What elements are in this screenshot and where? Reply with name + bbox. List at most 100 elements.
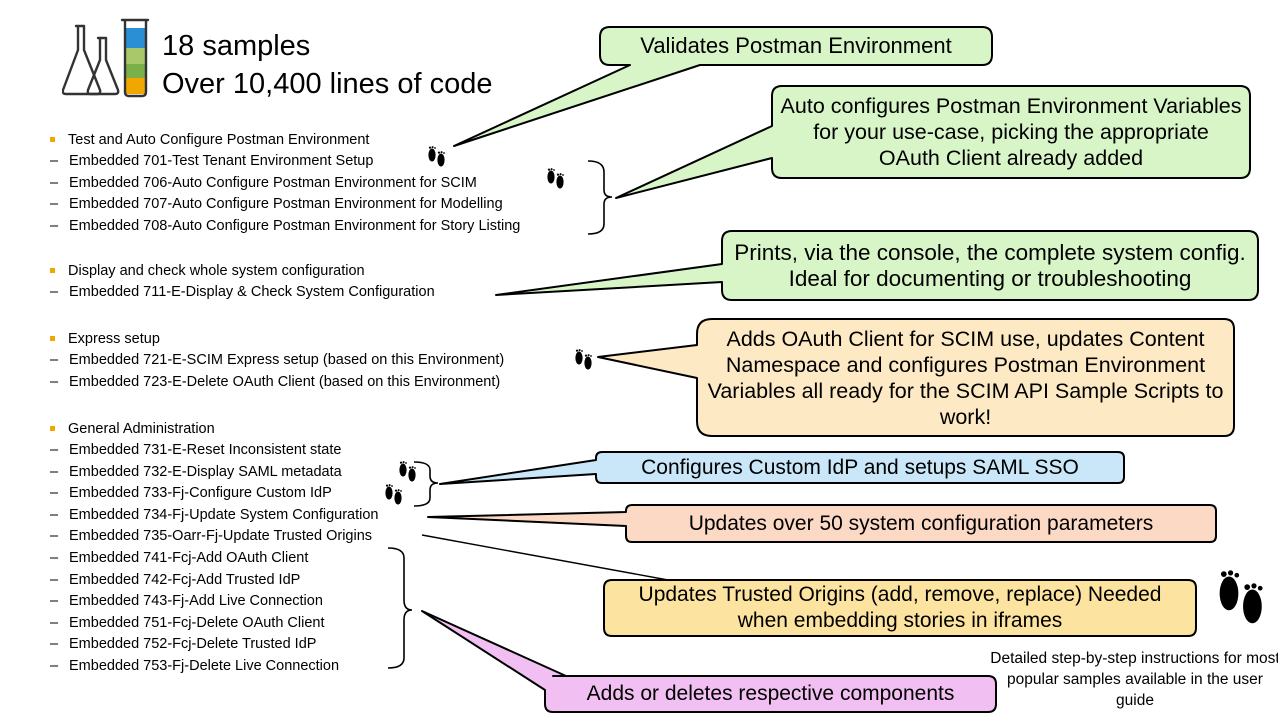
list-item-label: Embedded 753-Fj-Delete Live Connection xyxy=(69,657,340,674)
dash-marker: – xyxy=(50,174,59,191)
list-item: –Embedded 734-Fj-Update System Configura… xyxy=(50,505,379,527)
beaker-fill-lightgreen xyxy=(125,48,145,64)
footprints-icon xyxy=(575,349,592,370)
footprints-icon xyxy=(547,168,564,189)
callout-updates-config: Updates over 50 system configuration par… xyxy=(688,511,1154,535)
section-test-configure: Test and Auto Configure Postman Environm… xyxy=(50,129,520,237)
section-title: Test and Auto Configure Postman Environm… xyxy=(50,129,520,151)
list-item-label: Embedded 742-Fcj-Add Trusted IdP xyxy=(69,571,301,588)
footprints-icon xyxy=(428,146,445,167)
callout-validates-shape xyxy=(453,26,993,147)
list-item-label: Embedded 751-Fcj-Delete OAuth Client xyxy=(69,614,325,631)
list-item-label: Embedded 752-Fcj-Delete Trusted IdP xyxy=(69,636,317,653)
section-title-text: Express setup xyxy=(68,331,160,347)
list-item: –Embedded 708-Auto Configure Postman Env… xyxy=(50,216,520,238)
dash-marker: – xyxy=(50,153,59,169)
list-item-label: Embedded 708-Auto Configure Postman Envi… xyxy=(69,217,521,234)
list-item: –Embedded 732-E-Display SAML metadata xyxy=(50,462,379,484)
list-item: –Embedded 723-E-Delete OAuth Client (bas… xyxy=(50,372,504,394)
bracket-components xyxy=(387,547,413,669)
dash-marker: – xyxy=(50,528,59,545)
dash-marker: – xyxy=(50,352,59,368)
list-item-label: Embedded 706-Auto Configure Postman Envi… xyxy=(69,174,477,191)
section-title-text: Display and check whole system configura… xyxy=(68,263,365,279)
callout-auto-configures: Auto configures Postman Environment Vari… xyxy=(780,94,1242,170)
list-item: –Embedded 701-Test Tenant Environment Se… xyxy=(50,151,520,173)
callout-custom-idp-shape xyxy=(439,451,1125,485)
section-system-config: Display and check whole system configura… xyxy=(50,260,435,304)
dash-marker: – xyxy=(50,463,59,480)
callout-adds-oauth-shape xyxy=(597,318,1235,437)
dash-marker: – xyxy=(50,657,59,674)
dash-marker: – xyxy=(50,571,59,588)
list-item-label: Embedded 741-Fcj-Add OAuth Client xyxy=(69,549,309,566)
dash-marker: – xyxy=(50,485,59,502)
footprints-icon xyxy=(385,484,402,505)
dash-marker: – xyxy=(50,284,59,300)
list-item-label: Embedded 731-E-Reset Inconsistent state xyxy=(69,442,342,458)
bracket-custom-idp xyxy=(413,461,439,507)
beaker-fill-orange xyxy=(125,78,145,94)
list-item-label: Embedded 732-E-Display SAML metadata xyxy=(69,463,342,480)
dash-marker: – xyxy=(50,506,59,523)
list-item: –Embedded 742-Fcj-Add Trusted IdP xyxy=(50,570,379,592)
callout-components-shape xyxy=(421,610,997,713)
lines-of-code: Over 10,400 lines of code xyxy=(162,68,493,100)
list-item: –Embedded 751-Fcj-Delete OAuth Client xyxy=(50,613,379,635)
list-item-label: Embedded 735-Oarr-Fj-Update Trusted Orig… xyxy=(69,528,373,545)
list-item-label: Embedded 711-E-Display & Check System Co… xyxy=(69,284,435,300)
list-item: –Embedded 753-Fj-Delete Live Connection xyxy=(50,656,379,678)
list-item: –Embedded 711-E-Display & Check System C… xyxy=(50,282,435,304)
list-item: –Embedded 721-E-SCIM Express setup (base… xyxy=(50,350,504,372)
dash-marker: – xyxy=(50,373,59,390)
list-item: –Embedded 733-Fj-Configure Custom IdP xyxy=(50,483,379,505)
samples-count: 18 samples xyxy=(162,30,311,62)
list-item-label: Embedded 707-Auto Configure Postman Envi… xyxy=(69,196,503,213)
callout-prints: Prints, via the console, the complete sy… xyxy=(734,239,1246,291)
list-item: –Embedded 706-Auto Configure Postman Env… xyxy=(50,173,520,195)
beaker-fill-blue xyxy=(125,28,145,48)
dash-marker: – xyxy=(50,614,59,631)
bullet-marker xyxy=(50,137,55,142)
dash-marker: – xyxy=(50,549,59,566)
list-item-label: Embedded 723-E-Delete OAuth Client (base… xyxy=(69,373,501,390)
section-title: Display and check whole system configura… xyxy=(50,260,435,282)
popular-samples-note: Detailed step-by-step instructions for m… xyxy=(990,650,1278,709)
list-item: –Embedded 707-Auto Configure Postman Env… xyxy=(50,194,520,216)
list-item-label: Embedded 721-E-SCIM Express setup (based… xyxy=(69,352,505,368)
list-item: –Embedded 731-E-Reset Inconsistent state xyxy=(50,440,379,462)
bullet-marker xyxy=(50,426,55,431)
lab-beakers-icon xyxy=(62,18,150,98)
list-item-label: Embedded 734-Fj-Update System Configurat… xyxy=(69,506,379,523)
list-item: –Embedded 752-Fcj-Delete Trusted IdP xyxy=(50,634,379,656)
callout-adds-oauth: Adds OAuth Client for SCIM use, updates … xyxy=(707,326,1224,429)
callout-components: Adds or deletes respective components xyxy=(586,682,955,705)
connector-trusted-origins xyxy=(421,534,669,581)
callout-validates: Validates Postman Environment xyxy=(640,33,952,58)
list-item: –Embedded 743-Fj-Add Live Connection xyxy=(50,591,379,613)
footprints-legend-icon xyxy=(1219,570,1263,624)
footprints-icon xyxy=(399,461,416,482)
bullet-marker xyxy=(50,268,55,273)
dash-marker: – xyxy=(50,636,59,653)
callout-updates-config-shape xyxy=(427,504,1217,543)
list-item: –Embedded 735-Oarr-Fj-Update Trusted Ori… xyxy=(50,526,379,548)
section-title: Express setup xyxy=(50,328,504,350)
callout-prints-shape xyxy=(495,230,1259,301)
section-title: General Administration xyxy=(50,418,379,440)
section-express-setup: Express setup –Embedded 721-E-SCIM Expre… xyxy=(50,328,504,393)
list-item-label: Embedded 733-Fj-Configure Custom IdP xyxy=(69,485,332,502)
callout-auto-configures-shape xyxy=(615,85,1251,199)
list-item: –Embedded 741-Fcj-Add OAuth Client xyxy=(50,548,379,570)
dash-marker: – xyxy=(50,196,59,213)
list-item-label: Embedded 743-Fj-Add Live Connection xyxy=(69,593,323,610)
callout-custom-idp: Configures Custom IdP and setups SAML SS… xyxy=(641,455,1079,479)
bracket-auto-configure xyxy=(587,160,613,235)
section-title-text: Test and Auto Configure Postman Environm… xyxy=(68,132,370,148)
dash-marker: – xyxy=(50,217,59,234)
section-general-admin: General Administration –Embedded 731-E-R… xyxy=(50,418,379,678)
callout-trusted-origins-shape xyxy=(603,579,1197,637)
section-title-text: General Administration xyxy=(68,421,215,437)
beaker-fill-green xyxy=(125,64,145,78)
